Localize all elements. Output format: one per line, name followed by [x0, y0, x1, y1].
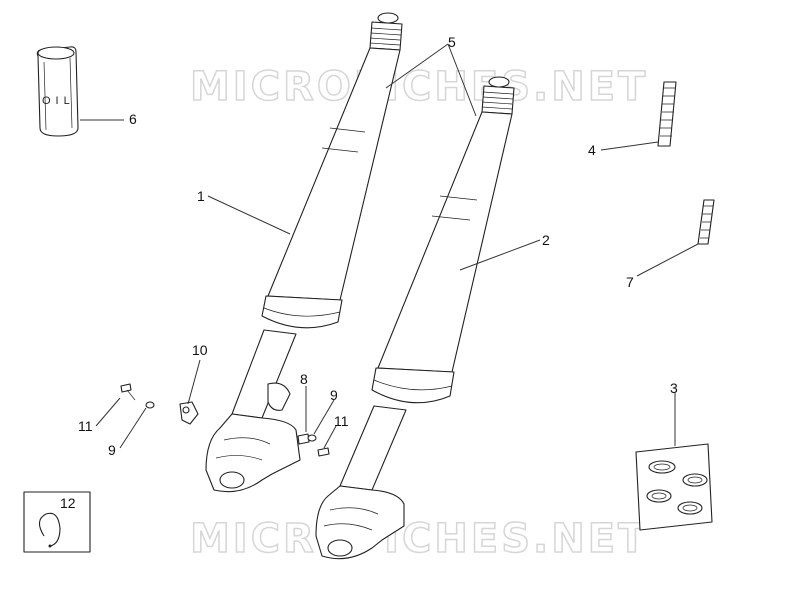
label-9a: 9 — [330, 387, 338, 403]
oil-can[interactable]: OIL — [36, 46, 79, 137]
circlip-box[interactable] — [23, 491, 91, 553]
label-11a: 11 — [78, 418, 93, 434]
label-5: 5 — [448, 34, 456, 50]
screw-11-right[interactable] — [317, 447, 330, 457]
label-8: 8 — [300, 371, 308, 387]
spring-4[interactable] — [657, 81, 677, 147]
label-10: 10 — [192, 342, 208, 358]
label-11b: 11 — [334, 413, 349, 429]
watermark-bottom: MICROFICHES.NET — [190, 516, 648, 562]
label-6: 6 — [129, 111, 137, 127]
label-1: 1 — [197, 188, 205, 204]
label-7: 7 — [626, 274, 634, 290]
spacer-8[interactable] — [297, 433, 310, 445]
spring-7[interactable] — [697, 199, 715, 245]
watermark-top: MICROFICHES.NET — [190, 64, 648, 110]
washer-9-left[interactable] — [145, 401, 155, 409]
oil-label: OIL — [42, 95, 75, 107]
sensor-bracket-10[interactable] — [179, 401, 199, 425]
label-12: 12 — [60, 495, 76, 511]
label-4: 4 — [588, 142, 596, 158]
label-3: 3 — [670, 380, 678, 396]
fork-leg-right[interactable] — [315, 76, 515, 560]
label-2: 2 — [542, 232, 550, 248]
label-9b: 9 — [108, 442, 116, 458]
fork-leg-left[interactable] — [205, 12, 403, 493]
washer-9-right[interactable] — [307, 434, 317, 442]
screw-11-left[interactable] — [120, 383, 136, 401]
seal-kit[interactable] — [635, 443, 713, 531]
leader-lines — [80, 43, 699, 449]
